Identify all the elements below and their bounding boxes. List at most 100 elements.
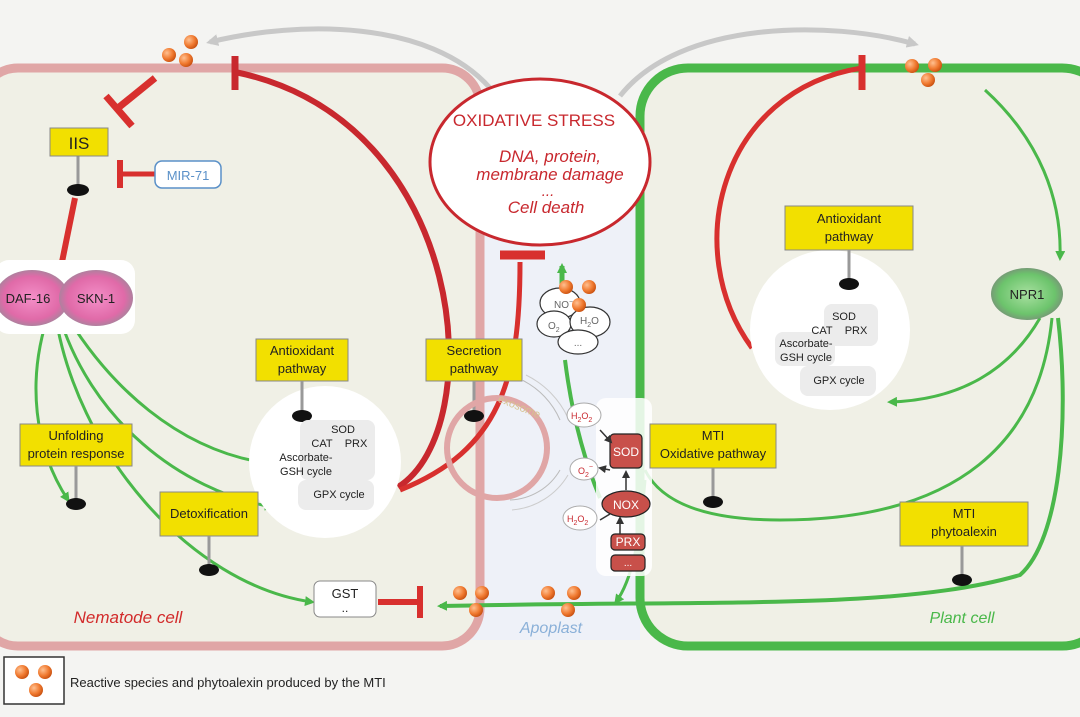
nematode-antioxidant-line1: Antioxidant: [270, 343, 335, 358]
secretion-line2: pathway: [450, 361, 499, 376]
daf16-label: DAF-16: [6, 291, 51, 306]
mti-phytoalexin-receptor: [952, 574, 972, 586]
oxidative-stress-title: OXIDATIVE STRESS: [453, 111, 615, 130]
sod-node: [609, 433, 643, 469]
mti-phytoalexin-line2: phytoalexin: [931, 524, 997, 539]
iis-inhibit-daf16-line: [59, 197, 78, 263]
stress-to-nematode-arrow: [206, 26, 492, 90]
nematode-cell-label: Nematode cell: [74, 608, 184, 627]
ros-dots-top-left: [162, 35, 198, 67]
exosome-wave-1: [521, 379, 561, 421]
plant-asc2: GSH cycle: [780, 352, 832, 364]
detox-receptor: [199, 564, 219, 576]
npr1-to-mti-ox-arrow: [643, 317, 1054, 522]
skn1-to-antioxidant-arrow: [60, 307, 261, 464]
gst-box: [313, 580, 377, 618]
npr1-node: [991, 268, 1063, 320]
plant-sod: SOD: [832, 311, 856, 323]
iis-receptor: [67, 184, 89, 196]
h2o2-nox-link: [599, 513, 611, 521]
detox-label: Detoxification: [170, 506, 248, 521]
npr1-to-antioxidant-arrow: [887, 317, 1042, 407]
mti-oxidative-receptor: [703, 496, 723, 508]
ros-more-bubble: [557, 329, 599, 355]
unfolding-line2: protein response: [28, 446, 125, 461]
no-label: NO−: [554, 299, 573, 311]
legend-box: [3, 656, 65, 705]
skn1-label: SKN-1: [77, 291, 115, 306]
secretion-receptor: [464, 410, 484, 422]
h2o2-bottom-label: H2O2: [567, 514, 588, 527]
oxidative-stress-ellipse: [428, 77, 652, 247]
h2o2-bottom-bubble: [562, 505, 598, 531]
secretion-box: [425, 338, 523, 382]
stress-line-1: DNA, protein,: [499, 147, 601, 166]
plant-gpx-block: [800, 366, 876, 396]
nematode-gpx-block: [298, 480, 374, 510]
unfolding-receptor: [66, 498, 86, 510]
nox-node-label: NOX: [613, 498, 639, 512]
unfolding-line1: Unfolding: [49, 428, 104, 443]
legend-text: Reactive species and phytoalexin produce…: [70, 675, 386, 690]
exosome-wave-4: [511, 474, 569, 511]
ros-more-label: ...: [574, 338, 582, 349]
nematode-antioxidant-box: [255, 338, 349, 382]
more-node: [610, 554, 646, 572]
stress-line-2: membrane damage: [476, 165, 623, 184]
superoxide-label: O2−: [578, 464, 593, 479]
plant-asc-block: [775, 332, 835, 366]
nematode-asc1: Ascorbate-: [279, 452, 333, 464]
mti-phytoalexin-line1: MTI: [953, 506, 975, 521]
plant-asc1: Ascorbate-: [779, 338, 833, 350]
secretion-line1: Secretion: [447, 343, 502, 358]
mti-oxidative-line1: MTI: [702, 428, 724, 443]
nematode-asc2: GSH cycle: [280, 466, 332, 478]
plant-antioxidant-inhibit-arc: [714, 65, 863, 350]
apoplast-label: Apoplast: [519, 620, 583, 637]
nematode-gpx: GPX cycle: [313, 489, 364, 501]
prx-node-label: PRX: [616, 535, 641, 549]
plant-antioxidant-line1: Antioxidant: [817, 211, 882, 226]
stress-line-4: Cell death: [508, 198, 585, 217]
plant-to-npr1-arrow: [983, 88, 1066, 261]
dots-inhibit-iis-line: [115, 75, 158, 111]
nematode-antioxidant-receptor: [292, 410, 312, 422]
plant-antioxidant-receptor: [839, 278, 859, 290]
nox-node: [601, 490, 651, 518]
stress-to-plant-arrow: [618, 27, 919, 98]
h2o-label: H2O: [580, 316, 599, 329]
nematode-cat: CAT: [311, 438, 332, 450]
nematode-antioxidant-inhibit-arc: [234, 69, 453, 490]
ros-dots-gst: [453, 586, 489, 617]
o2-label: O2: [548, 321, 560, 334]
mir71-label: MIR-71: [167, 168, 210, 183]
prx-node: [610, 533, 646, 551]
nematode-antioxidant-line2: pathway: [278, 361, 327, 376]
stress-line-3: ...: [542, 183, 555, 200]
npr1-label: NPR1: [1010, 287, 1045, 302]
nematode-sod: SOD: [331, 424, 355, 436]
gst-label: GST: [332, 586, 359, 601]
secretion-inhibit-line: [399, 261, 523, 493]
superoxide-bubble: [569, 457, 599, 481]
mir71-box: [154, 160, 222, 189]
plant-gpx: GPX cycle: [813, 375, 864, 387]
ros-dots-apoplast-top: [559, 280, 596, 312]
daf16-to-unfolding-arrow: [34, 309, 70, 503]
skn1-node: [59, 270, 133, 326]
plant-antioxidant-line2: pathway: [825, 229, 874, 244]
mti-phytoalexin-box: [899, 501, 1029, 547]
gst-dots: ..: [342, 601, 349, 615]
plant-enzyme-block: [824, 304, 878, 346]
more-node-label: ...: [624, 558, 632, 569]
mti-oxidative-box: [649, 423, 777, 469]
ros-dots-apoplast-bottom: [541, 586, 581, 617]
legend-dots-icon: [15, 665, 52, 697]
exosome-wave-2: [525, 374, 569, 419]
daf16-node: [0, 270, 69, 326]
plant-cat: CAT: [811, 325, 832, 337]
mti-oxidative-line2: Oxidative pathway: [660, 446, 767, 461]
iis-box: [49, 127, 109, 157]
npr1-to-apoplast-arrow: [437, 317, 1065, 611]
